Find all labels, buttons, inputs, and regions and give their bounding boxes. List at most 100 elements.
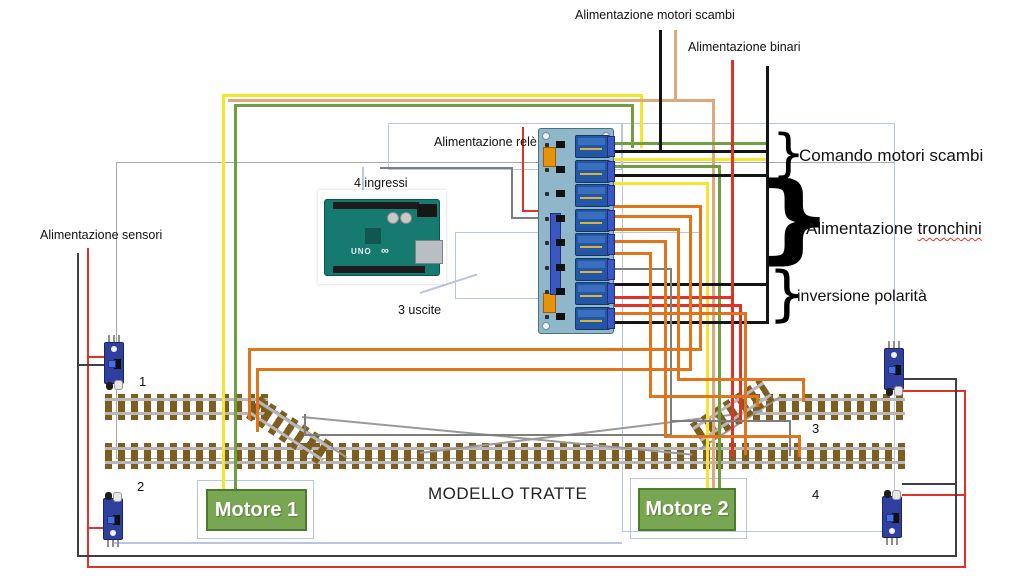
arduino-logo-text: UNO [351,247,372,256]
comparator-chip [114,359,121,369]
motor1-label: Motore 1 [214,498,299,521]
transistor [545,265,549,270]
yellow-wire [640,94,643,148]
tan-wire [712,99,715,489]
gray-wire [511,167,513,219]
relay-cube [575,184,610,207]
darkgray-wire [955,378,957,557]
motor1-box: Motore 1 [206,489,307,531]
comparator-chip [892,513,899,523]
screw-terminal [607,136,615,157]
ir-emitter-led [106,382,113,390]
usb-connector [415,240,443,264]
callout-line [362,167,364,203]
screw-terminal [607,185,615,206]
gray-wire [380,167,512,169]
relay-channel [539,183,615,207]
relay-cube [575,208,610,232]
arduino-photo: UNO ∞ [318,190,446,284]
sensor-pin [112,540,114,547]
green-wire [234,104,631,107]
optocoupler [556,190,565,197]
sensor-pin [107,540,109,547]
darkgray-wire [77,555,957,557]
red-wire [731,60,734,457]
relay-cube [575,282,610,305]
optocoupler [556,288,565,295]
mount-hole [542,132,550,140]
grouping-box [197,480,314,539]
trim-pot [888,366,896,374]
yellow-wire [222,94,643,97]
comparator-chip [113,515,120,525]
black-wire [612,174,769,177]
ir-receiver-led [113,492,122,502]
sensor-pin [896,538,898,545]
relay-channel [539,232,615,256]
red-wire [739,304,742,424]
relay-channel [539,306,615,330]
ir-emitter-led [886,388,893,396]
transistor [545,314,549,319]
sensor-pin [891,538,893,545]
green-wire [631,104,634,148]
green-wire [612,165,719,168]
mount-hole [542,322,550,330]
red-wire [522,127,524,212]
gray-wire [670,420,790,422]
yellow-wire [612,182,707,185]
darkgray-wire [77,364,104,366]
sensor-pin [117,540,119,547]
screw-terminal [607,307,615,329]
tan-wire [674,30,677,102]
orange-wire [256,368,259,432]
sensor-pin [886,538,888,545]
ir-sensor-1 [104,335,124,390]
ir-receiver-led [894,386,903,396]
brace-small-2: } [768,259,807,329]
sensor-number-2: 2 [137,479,145,494]
motor2-label: Motore 2 [645,498,729,520]
transistor [545,167,549,172]
gray-wire [304,414,306,436]
track-rail [753,398,905,401]
orange-wire [664,240,667,437]
gray-wire [612,268,672,270]
orange-wire [689,215,692,370]
capacitor [387,212,399,224]
red-wire [87,248,89,568]
screw-terminal [607,258,615,280]
relay-cube [575,159,610,183]
brace-small-1: } [772,124,806,184]
green-wire [718,165,721,489]
gray-wire [670,268,672,436]
gray-wire [511,217,542,219]
sensor-pin [108,335,110,342]
relay-channel [539,134,615,158]
relay-channel [539,159,615,183]
orange-wire [677,228,680,380]
orange-wire [744,312,747,455]
screw-terminal [607,283,615,304]
transistor [545,216,549,221]
orange-wire [612,228,680,231]
transistor [545,290,549,294]
ir-sensor-3 [884,341,904,396]
red-wire [964,390,966,568]
sensor-number-3: 3 [812,421,820,436]
orange-wire [612,240,667,243]
trim-pot [107,516,115,524]
pin-header [333,202,419,209]
track-rail [105,461,905,464]
trim-pot [886,514,894,522]
mount-hole [110,530,116,536]
gray-wire [305,434,672,436]
yellow-wire [222,94,225,489]
label-power-sensors: Alimentazione sensori [40,228,163,242]
orange-wire [802,378,805,402]
sensor-number-1: 1 [139,374,147,389]
red-wire [522,210,542,212]
red-wire [87,566,966,568]
sensor-pin [893,341,895,348]
label-power-switch-motors: Alimentazione motori scambi [575,8,735,22]
